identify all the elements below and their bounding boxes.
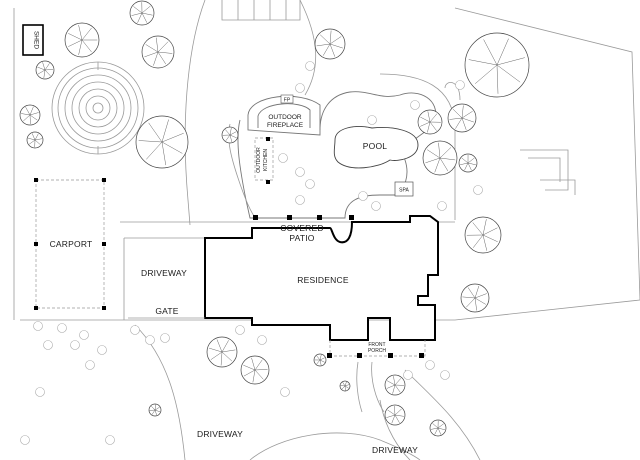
shrub-icon [145, 335, 155, 345]
shrub-icon [410, 100, 420, 110]
shrub-icon [295, 167, 305, 177]
fireplace-fp-label: FP [284, 98, 291, 104]
tree-icon [19, 104, 41, 126]
kitchen-label-line1: OUTDOOR [256, 147, 262, 173]
trees [19, 0, 530, 437]
carport: CARPORT [34, 178, 106, 310]
residence-label: RESIDENCE [297, 275, 349, 285]
spa: SPA [394, 181, 414, 197]
pool-label: POOL [363, 141, 387, 151]
shrub-icon [358, 191, 368, 201]
tree-icon [314, 28, 346, 60]
trellis [221, 0, 301, 21]
shrub-icon [43, 340, 53, 350]
tree-icon [221, 126, 239, 144]
shrub-icon [455, 80, 465, 90]
driveway-lower-left-label: DRIVEWAY [197, 429, 243, 439]
covered-patio: COVERED PATIO [253, 215, 354, 243]
shrub-icon [278, 153, 288, 163]
fireplace-label-line2: FIREPLACE [267, 122, 304, 129]
residence: RESIDENCE [204, 215, 439, 341]
shrub-icon [57, 323, 67, 333]
shrub-icon [295, 83, 305, 93]
driveway-upper: DRIVEWAY GATE [128, 268, 205, 319]
tree-icon [460, 283, 490, 313]
shrub-icon [295, 195, 305, 205]
shrub-icon [35, 387, 45, 397]
shrub-icon [79, 330, 89, 340]
property-lines [13, 7, 640, 321]
shrub-icon [473, 185, 483, 195]
shrub-icon [305, 179, 315, 189]
tree-icon [447, 103, 477, 133]
labyrinth-garden [51, 61, 145, 155]
driveway-upper-label: DRIVEWAY [141, 268, 187, 278]
shrub-icon [437, 201, 447, 211]
front-porch-label-line2: PORCH [368, 348, 386, 354]
tree-icon [384, 404, 406, 426]
tree-icon [464, 32, 530, 98]
kitchen-label-line2: KITCHEN [263, 149, 269, 171]
shrub-icon [70, 340, 80, 350]
shrub-icon [257, 335, 267, 345]
shrub-icon [403, 370, 413, 380]
shed: SHED [22, 24, 44, 56]
tree-icon [206, 336, 238, 368]
tree-icon [429, 419, 447, 437]
tree-icon [26, 131, 44, 149]
carport-label: CARPORT [50, 239, 93, 249]
shrub-icon [160, 333, 170, 343]
pool: POOL [333, 126, 419, 169]
driveway-lower: DRIVEWAY DRIVEWAY [134, 324, 481, 460]
outdoor-kitchen: OUTDOOR KITCHEN [254, 137, 274, 184]
shrub-icon [280, 387, 290, 397]
front-porch-label-line1: FRONT [368, 342, 385, 348]
front-porch: FRONT PORCH [327, 340, 426, 413]
shrub-icon [440, 370, 450, 380]
outdoor-fireplace: FP OUTDOOR FIREPLACE [247, 94, 321, 136]
tree-icon [458, 153, 478, 173]
shrub-icon [105, 435, 115, 445]
deck-furniture [520, 149, 576, 195]
tree-icon [339, 380, 351, 392]
gate-label: GATE [155, 306, 178, 316]
shed-label: SHED [32, 31, 39, 49]
shrub-icon [371, 201, 381, 211]
shrub-icon [20, 435, 30, 445]
fireplace-label-line1: OUTDOOR [268, 114, 302, 121]
shrub-icon [235, 325, 245, 335]
driveway-lower-right-label: DRIVEWAY [372, 445, 418, 455]
tree-icon [135, 115, 189, 169]
shrub-icon [97, 345, 107, 355]
covered-patio-label-line2: PATIO [289, 233, 314, 243]
shrub-icon [367, 115, 377, 125]
tree-icon [35, 60, 55, 80]
shrub-icon [130, 325, 140, 335]
tree-icon [141, 35, 175, 69]
covered-patio-label-line1: COVERED [280, 223, 323, 233]
tree-icon [148, 403, 162, 417]
spa-label: SPA [399, 188, 409, 194]
shrub-icon [33, 321, 43, 331]
tree-icon [313, 353, 327, 367]
shrub-icon [85, 360, 95, 370]
tree-icon [64, 22, 100, 58]
tree-icon [422, 140, 458, 176]
shrubs [20, 61, 483, 445]
tree-icon [417, 109, 443, 135]
tree-icon [464, 216, 502, 254]
tree-icon [240, 355, 270, 385]
shrub-icon [305, 61, 315, 71]
shrub-icon [425, 360, 435, 370]
tree-icon [384, 374, 406, 396]
tree-icon [129, 0, 155, 26]
